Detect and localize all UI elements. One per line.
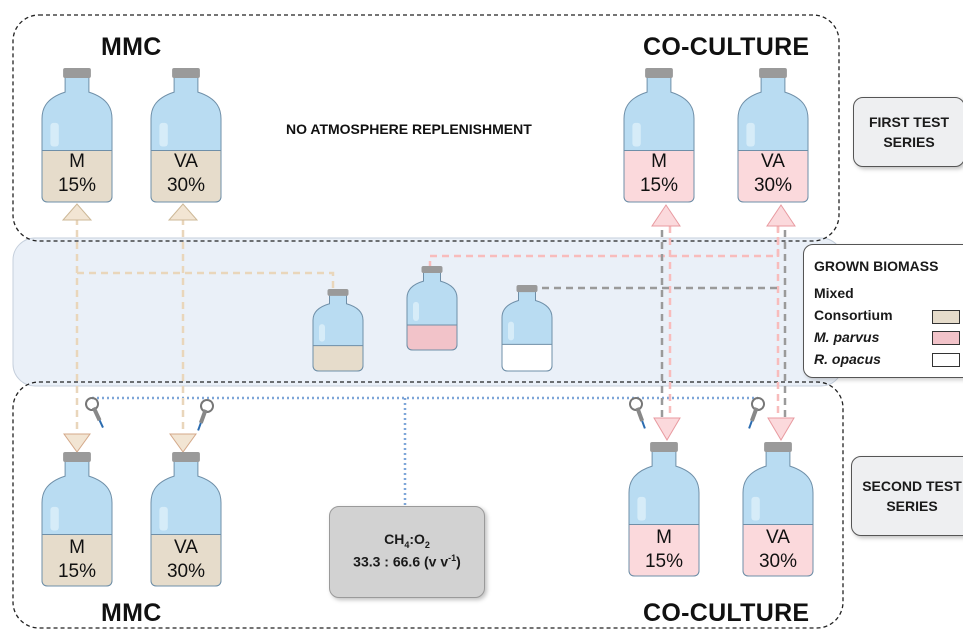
bottle-top-mmc-m xyxy=(41,68,113,203)
gas-formula: CH4:O2 xyxy=(384,531,430,550)
syringe-icon xyxy=(85,397,104,428)
parvus-transfer-lines xyxy=(428,226,780,420)
legend-title: GROWN BIOMASS xyxy=(814,258,939,274)
gas-ratio: 33.3 : 66.6 (v v-1) xyxy=(353,553,461,570)
syringe-icon xyxy=(197,399,214,431)
gas-composition-box: CH4:O2 33.3 : 66.6 (v v-1) xyxy=(329,506,485,598)
bottle-bottom-cc-m xyxy=(628,442,700,577)
first-series-border xyxy=(12,14,840,242)
coculture-title-bottom: CO-CULTURE xyxy=(643,599,810,627)
legend-swatch-opacus xyxy=(932,353,960,367)
bottle-top-cc-va xyxy=(737,68,809,203)
bottle-bottom-mmc-m xyxy=(41,452,113,587)
second-series-border xyxy=(12,381,844,629)
first-series-line1: FIRST TEST xyxy=(868,114,950,130)
bottle-bottom-mmc-va xyxy=(150,452,222,587)
legend-mixed-line2: Consortium xyxy=(814,307,893,323)
no-replenishment-note: NO ATMOSPHERE REPLENISHMENT xyxy=(286,121,532,137)
arrow-up-mmc-va xyxy=(167,203,199,221)
bottle-biomass-mixed xyxy=(312,289,364,372)
arrow-down-mmc-m xyxy=(63,433,91,453)
legend-swatch-mixed xyxy=(932,310,960,324)
arrow-down-cc-va xyxy=(767,417,795,441)
syringe-icon xyxy=(748,397,765,429)
second-test-series-box: SECOND TEST SERIES xyxy=(851,456,963,536)
legend-opacus-label: R. opacus xyxy=(814,351,881,367)
coculture-title-top: CO-CULTURE xyxy=(643,33,810,61)
legend-swatch-parvus xyxy=(932,331,960,345)
arrow-down-mmc-va xyxy=(169,433,197,453)
mmc-title-bottom: MMC xyxy=(101,599,162,627)
bottle-bottom-cc-va xyxy=(742,442,814,577)
legend-parvus-label: M. parvus xyxy=(814,329,880,345)
second-series-line1: SECOND TEST xyxy=(862,478,962,494)
arrow-up-cc-m xyxy=(651,204,681,227)
bottles-layer xyxy=(41,68,814,587)
bottle-biomass-opacus xyxy=(501,285,553,372)
opacus-transfer-lines xyxy=(530,230,787,418)
arrow-up-mmc-m xyxy=(61,203,93,221)
bottle-top-cc-m xyxy=(623,68,695,203)
mmc-transfer-lines xyxy=(75,218,335,434)
mmc-title-top: MMC xyxy=(101,33,162,61)
syringe-icon xyxy=(629,397,646,429)
arrow-down-cc-m xyxy=(653,417,681,441)
gas-supply-line xyxy=(92,396,758,506)
bottle-biomass-parvus xyxy=(406,266,458,351)
legend-mixed-line1: Mixed xyxy=(814,285,854,301)
bottle-top-mmc-va xyxy=(150,68,222,203)
arrow-up-cc-va xyxy=(766,204,796,227)
first-series-line2: SERIES xyxy=(883,134,935,150)
second-series-line2: SERIES xyxy=(886,498,938,514)
first-test-series-box: FIRST TEST SERIES xyxy=(853,97,963,167)
grown-biomass-legend: GROWN BIOMASS Mixed Consortium M. parvus… xyxy=(803,244,963,378)
